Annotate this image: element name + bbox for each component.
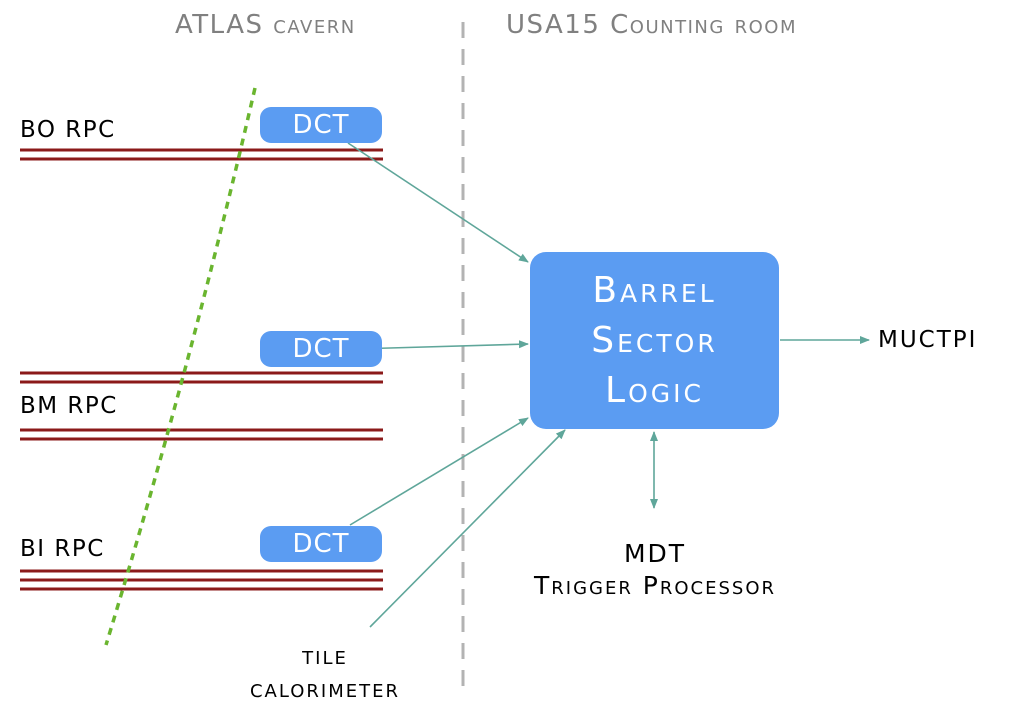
header-usa15-counting-room: USA15 Counting room xyxy=(506,10,797,40)
label-bo-rpc: BO RPC xyxy=(20,117,116,143)
muon-trajectory xyxy=(104,87,257,646)
bi-rpc-strips xyxy=(20,569,383,591)
label-tile-calorimeter: tile calorimeter xyxy=(200,640,450,706)
label-bi-rpc: BI RPC xyxy=(20,536,105,562)
arrow-bm-dct-to-logic xyxy=(354,340,529,350)
sector-logic-line-3: Logic xyxy=(605,369,704,411)
signal-arrows xyxy=(347,142,870,628)
sector-logic-line-2: Sector xyxy=(591,319,718,361)
tile-line-1: tile xyxy=(302,641,348,671)
dct-box-bm: DCT xyxy=(260,331,382,367)
label-mdt-trigger-processor: MDT Trigger Processor xyxy=(470,538,840,602)
mdt-line-2: Trigger Processor xyxy=(533,571,777,600)
dct-box-bo: DCT xyxy=(260,107,382,143)
header-atlas-cavern: ATLAS cavern xyxy=(175,10,356,40)
label-bm-rpc: BM RPC xyxy=(20,393,118,419)
arrow-bi-dct-to-logic xyxy=(349,417,529,526)
barrel-sector-logic-block: Barrel Sector Logic xyxy=(530,252,779,429)
label-muctpi: MUCTPI xyxy=(878,327,978,353)
dct-label: DCT xyxy=(292,110,350,140)
bo-rpc-strips xyxy=(20,148,383,161)
dct-label: DCT xyxy=(292,334,350,364)
mdt-line-1: MDT xyxy=(623,539,687,568)
arrow-bo-dct-to-logic xyxy=(347,142,529,263)
tile-line-2: calorimeter xyxy=(249,674,401,704)
dct-label: DCT xyxy=(292,529,350,559)
arrow-tile-to-logic xyxy=(369,429,566,628)
dct-box-bi: DCT xyxy=(260,526,382,562)
sector-logic-line-1: Barrel xyxy=(592,269,717,311)
bm-rpc-strips xyxy=(20,371,383,441)
